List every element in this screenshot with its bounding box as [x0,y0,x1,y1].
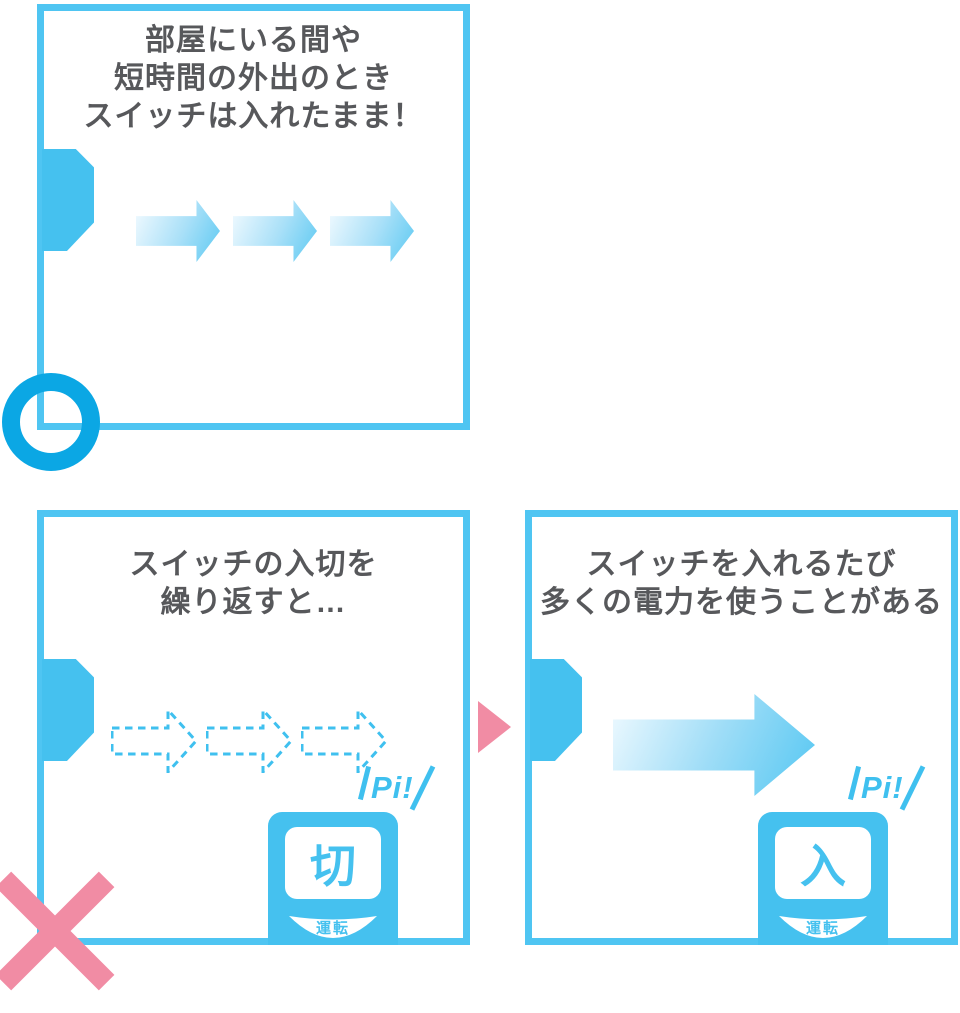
dashed-arrow-icon [111,709,197,773]
run-button: 運転 [779,916,867,938]
panel-repeat-title: スイッチの入切を 繰り返すと… [37,546,470,622]
remote-control-on: 入 運転 [758,812,888,945]
beep-sound-label: Pi! [357,764,435,812]
panel-power-title: スイッチを入れるたび 多くの電力を使うことがある [525,546,958,622]
panel-keep-on-title: 部屋にいる間や 短時間の外出のとき スイッチは入れたまま！ [37,22,470,136]
remote-display-text: 入 [800,840,846,892]
title-line: スイッチは入れたまま！ [83,100,424,133]
title-line: スイッチを入れるたび [586,548,897,581]
solid-arrow-icon [330,200,414,262]
title-line: 部屋にいる間や [145,24,362,57]
interrupted-run-arrows [111,709,387,773]
remote-control-off: 切 運転 [268,812,398,945]
remote-display: 入 [775,827,871,899]
remote-display: 切 [285,827,381,899]
beep-text: Pi! [861,770,904,805]
run-button-label: 運転 [806,920,840,937]
continuous-run-arrows [136,200,414,262]
cross-ng-icon [0,871,128,991]
title-line: 繰り返すと… [160,586,347,619]
title-line: 多くの電力を使うことがある [540,586,943,619]
circle-ok-icon [2,373,100,471]
solid-arrow-icon [136,200,220,262]
remote-display-text: 切 [310,840,356,892]
run-button: 運転 [289,916,377,938]
title-line: スイッチの入切を [129,548,378,581]
solid-arrow-icon [233,200,317,262]
title-line: 短時間の外出のとき [114,62,393,95]
beep-sound-label: Pi! [847,764,925,812]
next-step-triangle-icon [478,701,511,753]
dashed-arrow-icon [301,709,387,773]
beep-text: Pi! [371,770,414,805]
dashed-arrow-icon [206,709,292,773]
run-button-label: 運転 [316,920,350,937]
